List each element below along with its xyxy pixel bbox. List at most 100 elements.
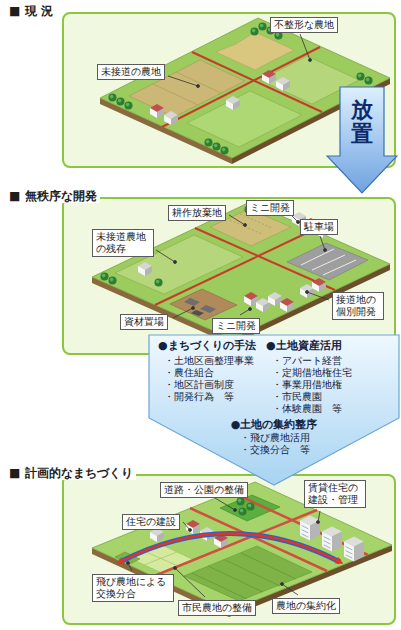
callout-label: 未接道農地 の残存	[92, 229, 154, 257]
method-text: ・土地区画整理事業	[164, 355, 254, 367]
planned-town-illustration	[225, 560, 280, 586]
method-text: ・体験農園 等	[272, 403, 342, 415]
planned-town-illustration	[92, 482, 392, 611]
sprawl-illustration	[256, 298, 270, 312]
sprawl-illustration	[312, 255, 345, 270]
callout-label: 農地の集約化	[272, 598, 340, 614]
planned-town-illustration	[208, 566, 263, 592]
sprawl-illustration	[100, 272, 108, 280]
panel-ground	[62, 12, 396, 625]
planned-town-illustration	[150, 528, 164, 542]
sprawl-illustration	[300, 284, 314, 298]
method-text: ●まちづくりの手法	[158, 339, 256, 352]
leader-line	[215, 498, 235, 510]
leader-line	[168, 76, 198, 86]
leader-line	[174, 567, 177, 570]
planned-town-illustration	[186, 520, 200, 534]
callout-label: 未接道の農地	[97, 64, 165, 80]
current-land-illustration	[176, 72, 221, 93]
sprawl-illustration	[240, 214, 272, 228]
current-land-illustration	[162, 47, 320, 127]
callout-label: 耕作放棄地	[168, 205, 226, 221]
sprawl-illustration	[108, 276, 116, 284]
leader-line	[317, 521, 320, 524]
planned-town-illustration	[238, 507, 246, 515]
callout-label: ミニ開発	[212, 318, 260, 334]
sprawl-illustration	[184, 298, 200, 306]
panel-ground	[62, 474, 396, 625]
callout-label: 飛び農地による 交換分合	[92, 574, 174, 602]
callout-label: 接道地の 個別開発	[332, 292, 384, 320]
current-land-illustration	[216, 32, 294, 70]
callout-text: 資材置場	[124, 316, 164, 328]
panel-heading: ■ 現 況	[6, 4, 56, 18]
planned-town-illustration	[92, 482, 392, 617]
planned-town-illustration	[144, 552, 177, 565]
leader-line	[324, 249, 327, 252]
method-text: ・交換分合 等	[240, 444, 310, 456]
sprawl-illustration	[200, 305, 216, 313]
callout-text: 飛び農地による 交換分合	[96, 576, 170, 600]
leader-line	[249, 308, 252, 311]
callout-label: 道路・公園の整備	[160, 482, 248, 498]
current-land-illustration	[262, 70, 276, 84]
leader-line	[281, 583, 284, 586]
callout-text: 道路・公園の整備	[164, 484, 244, 496]
current-land-illustration	[226, 96, 240, 110]
leader-line	[127, 562, 130, 565]
method-text: ・地区計画制度	[164, 379, 234, 391]
leader-line	[175, 568, 205, 597]
sprawl-illustration	[92, 202, 390, 345]
callout-text: 未接道農地 の残存	[96, 231, 150, 255]
current-land-illustration	[258, 22, 266, 30]
method-text: ・定期借地権住宅	[272, 367, 352, 379]
sprawl-illustration	[244, 292, 258, 306]
current-land-illustration	[250, 27, 258, 35]
leader-line	[300, 34, 310, 60]
chevron-outline	[149, 335, 399, 485]
leader-line	[156, 250, 175, 262]
current-land-illustration	[204, 138, 212, 146]
current-land-illustration	[212, 142, 220, 150]
sprawl-illustration	[92, 202, 390, 339]
leader-line	[234, 509, 237, 512]
sprawl-illustration	[154, 278, 162, 286]
method-text: ・市民農園	[272, 391, 322, 403]
sprawl-illustration	[138, 262, 152, 276]
arrow-outline	[327, 87, 397, 193]
callout-text: 未接道の農地	[101, 66, 161, 78]
planned-town-illustration	[120, 534, 340, 563]
sprawl-illustration	[280, 298, 294, 312]
current-land-illustration	[276, 77, 290, 91]
method-text: ・開発行為 等	[164, 391, 234, 403]
current-land-illustration	[187, 91, 302, 147]
callout-text: ミニ開発	[250, 202, 290, 214]
stage-panel: ■ 計画的なまちづくり道路・公園の整備賃貸住宅の 建設・管理住宅の建設飛び農地に…	[62, 474, 396, 625]
method-text: ●土地の集約整序	[148, 418, 400, 431]
current-land-illustration	[150, 104, 164, 118]
sprawl-illustration	[312, 278, 326, 292]
callout-label: 資材置場	[120, 314, 168, 330]
callout-text: 農地の集約化	[276, 600, 336, 612]
callout-text: 賃貸住宅の 建設・管理	[308, 482, 362, 506]
current-land-illustration	[356, 72, 364, 80]
planned-town-illustration	[236, 497, 244, 505]
panel-ground	[62, 197, 396, 355]
planned-town-illustration	[322, 527, 342, 552]
leader-line	[192, 307, 195, 310]
sprawl-illustration	[191, 310, 204, 316]
callout-text: ミニ開発	[216, 320, 256, 332]
callout-label: 不整形な農地	[270, 17, 338, 33]
current-land-illustration	[164, 111, 178, 125]
callout-label: 住宅の建設	[122, 514, 180, 530]
callout-text: 接道地の 個別開発	[336, 294, 380, 318]
callout-text: 住宅の建設	[126, 516, 176, 528]
planned-town-illustration	[192, 573, 247, 599]
leader-line	[197, 85, 200, 88]
current-land-illustration	[220, 146, 228, 154]
planned-town-illustration	[144, 551, 178, 566]
panel-heading: ■ 無秩序な開発	[6, 189, 100, 203]
leader-line	[189, 529, 192, 532]
panel-heading: ■ 計画的なまちづくり	[6, 466, 136, 480]
current-land-illustration	[116, 97, 124, 105]
